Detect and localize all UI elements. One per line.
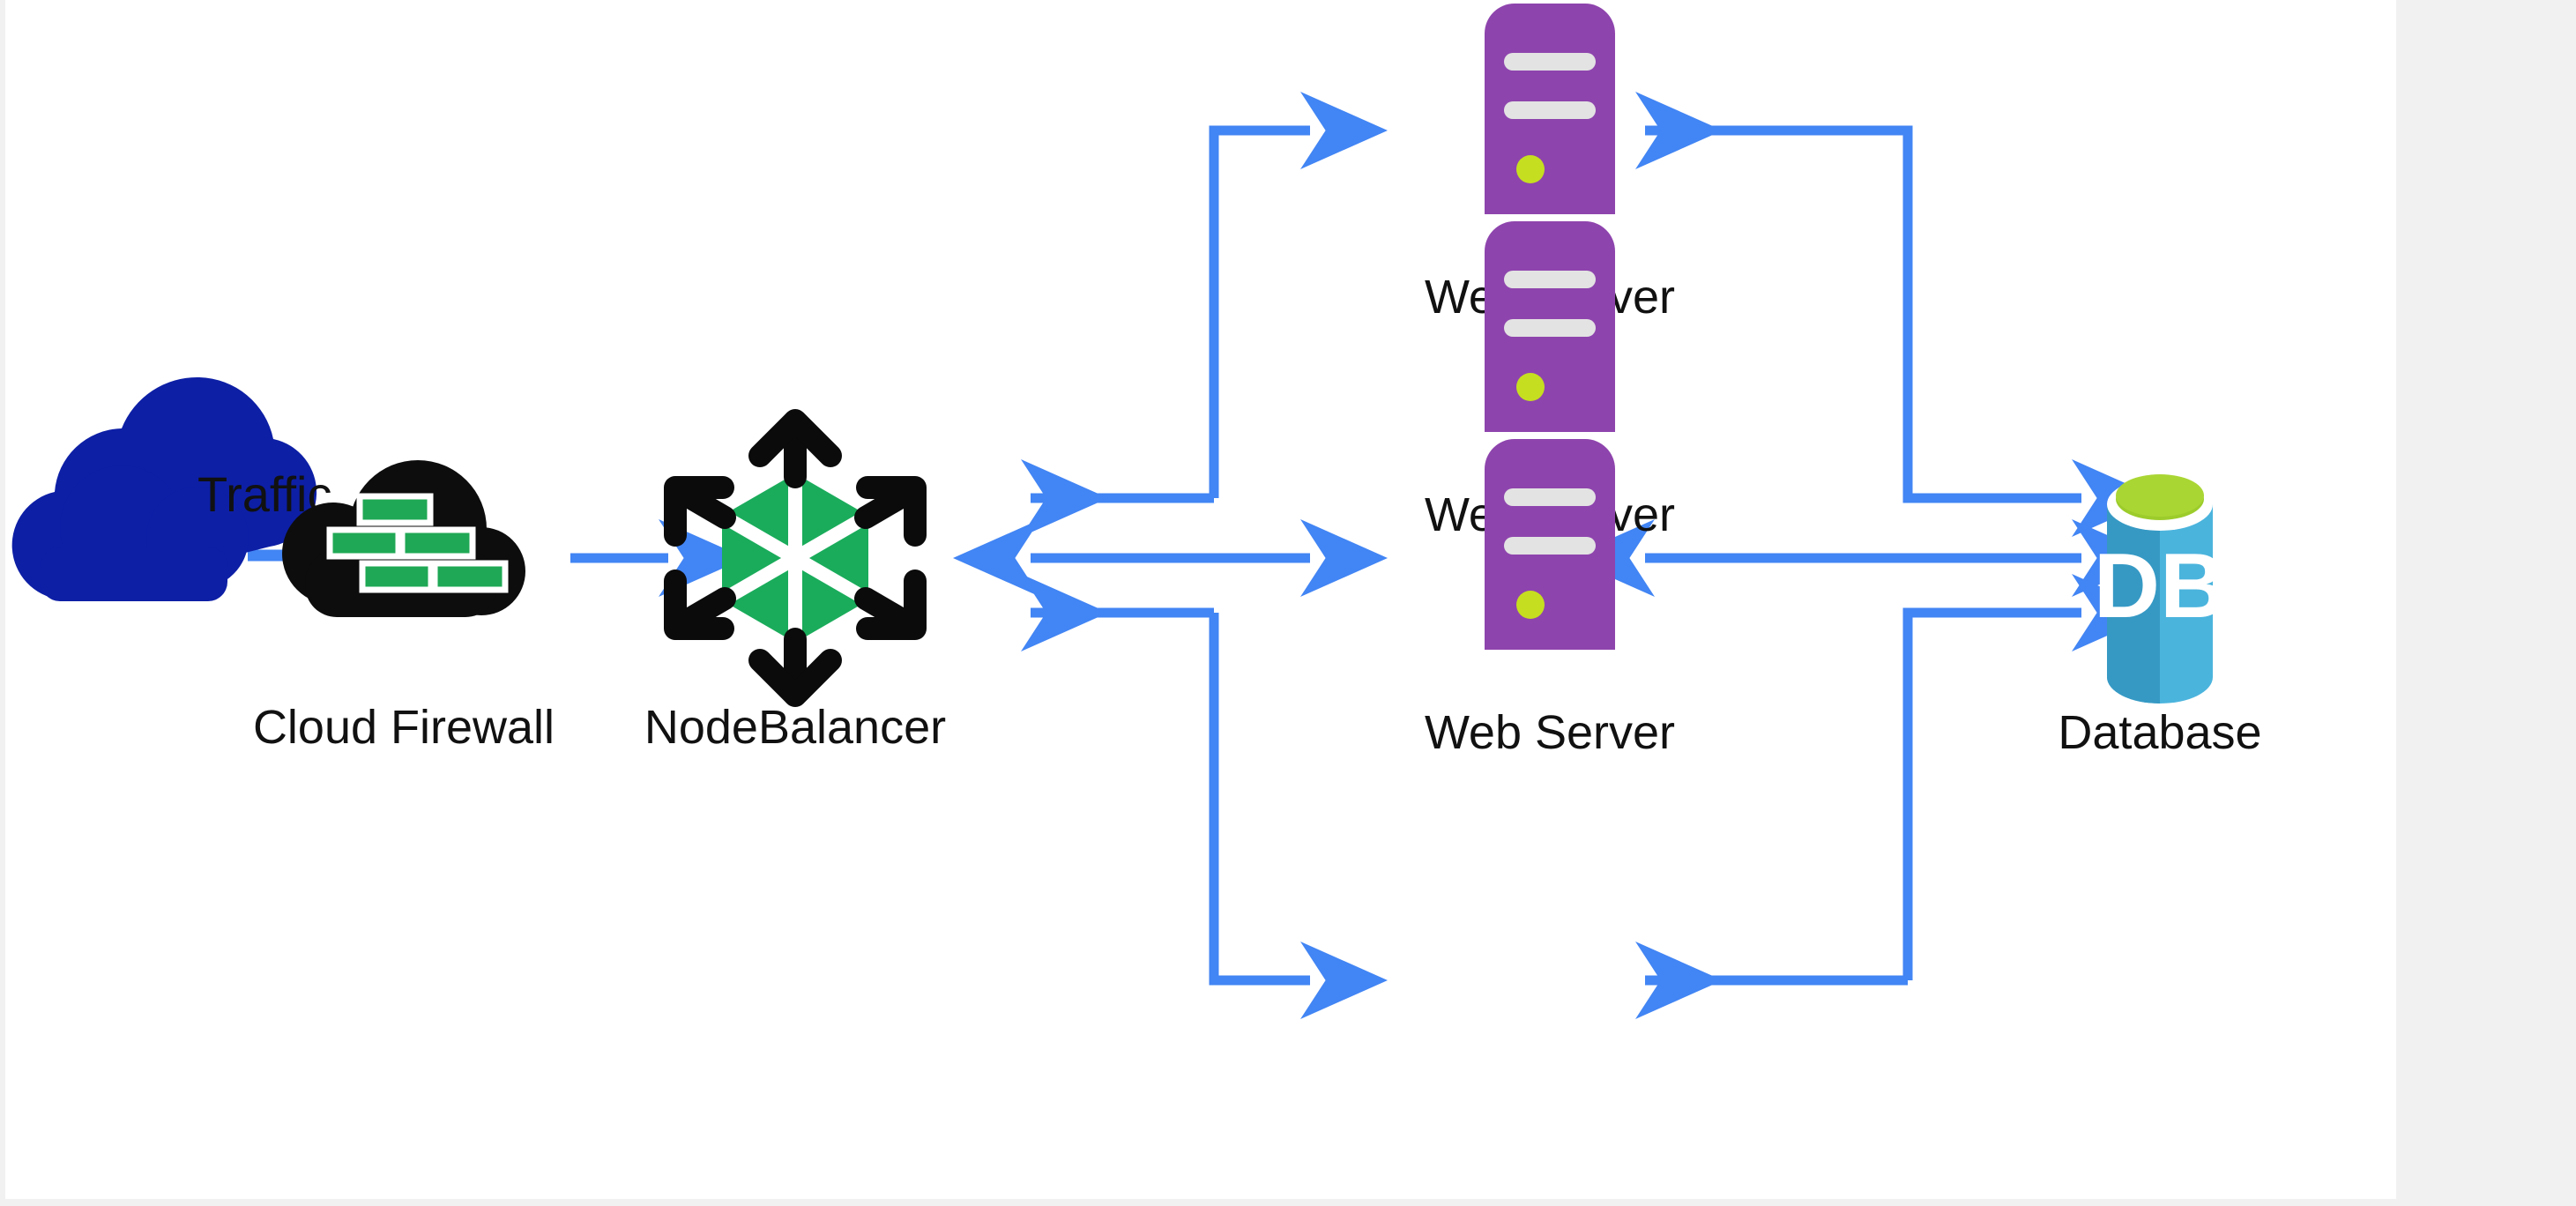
firewall-bricks (326, 493, 509, 593)
database-label: Database (2058, 706, 2261, 759)
cloud-icon (11, 376, 317, 601)
web-server-node-3[interactable]: Web Server (1425, 439, 1675, 759)
nodebalancer-label: NodeBalancer (644, 701, 946, 754)
connection-lines (570, 92, 2159, 1019)
edge-webserver-3-to-database (1902, 574, 2159, 980)
web-server-label-3: Web Server (1425, 706, 1675, 759)
traffic-cloud-node[interactable]: Traffic (11, 376, 332, 601)
edge-nodebalancer-to-webserver-1 (1209, 92, 1388, 498)
nodebalancer-node[interactable]: NodeBalancer (644, 409, 946, 754)
architecture-diagram: Traffic (11, 4, 2262, 1019)
database-node[interactable]: DB Database (2058, 474, 2262, 759)
cloud-firewall-icon (282, 460, 525, 617)
cloud-firewall-label: Cloud Firewall (253, 701, 555, 754)
edge-nodebalancer-to-webserver-3 (1209, 613, 1388, 1019)
nodebalancer-hexagon-icon (664, 409, 927, 707)
server-tower-icon (1485, 4, 1615, 214)
server-tower-icon (1485, 439, 1615, 650)
diagram-canvas: Traffic (5, 0, 2396, 1199)
database-cylinder-icon: DB (2094, 474, 2226, 704)
edge-database-to-webserver-1 (1635, 92, 2081, 503)
server-tower-icon (1485, 221, 1615, 432)
cloud-firewall-node[interactable]: Cloud Firewall (253, 460, 555, 754)
database-db-text: DB (2094, 535, 2226, 637)
